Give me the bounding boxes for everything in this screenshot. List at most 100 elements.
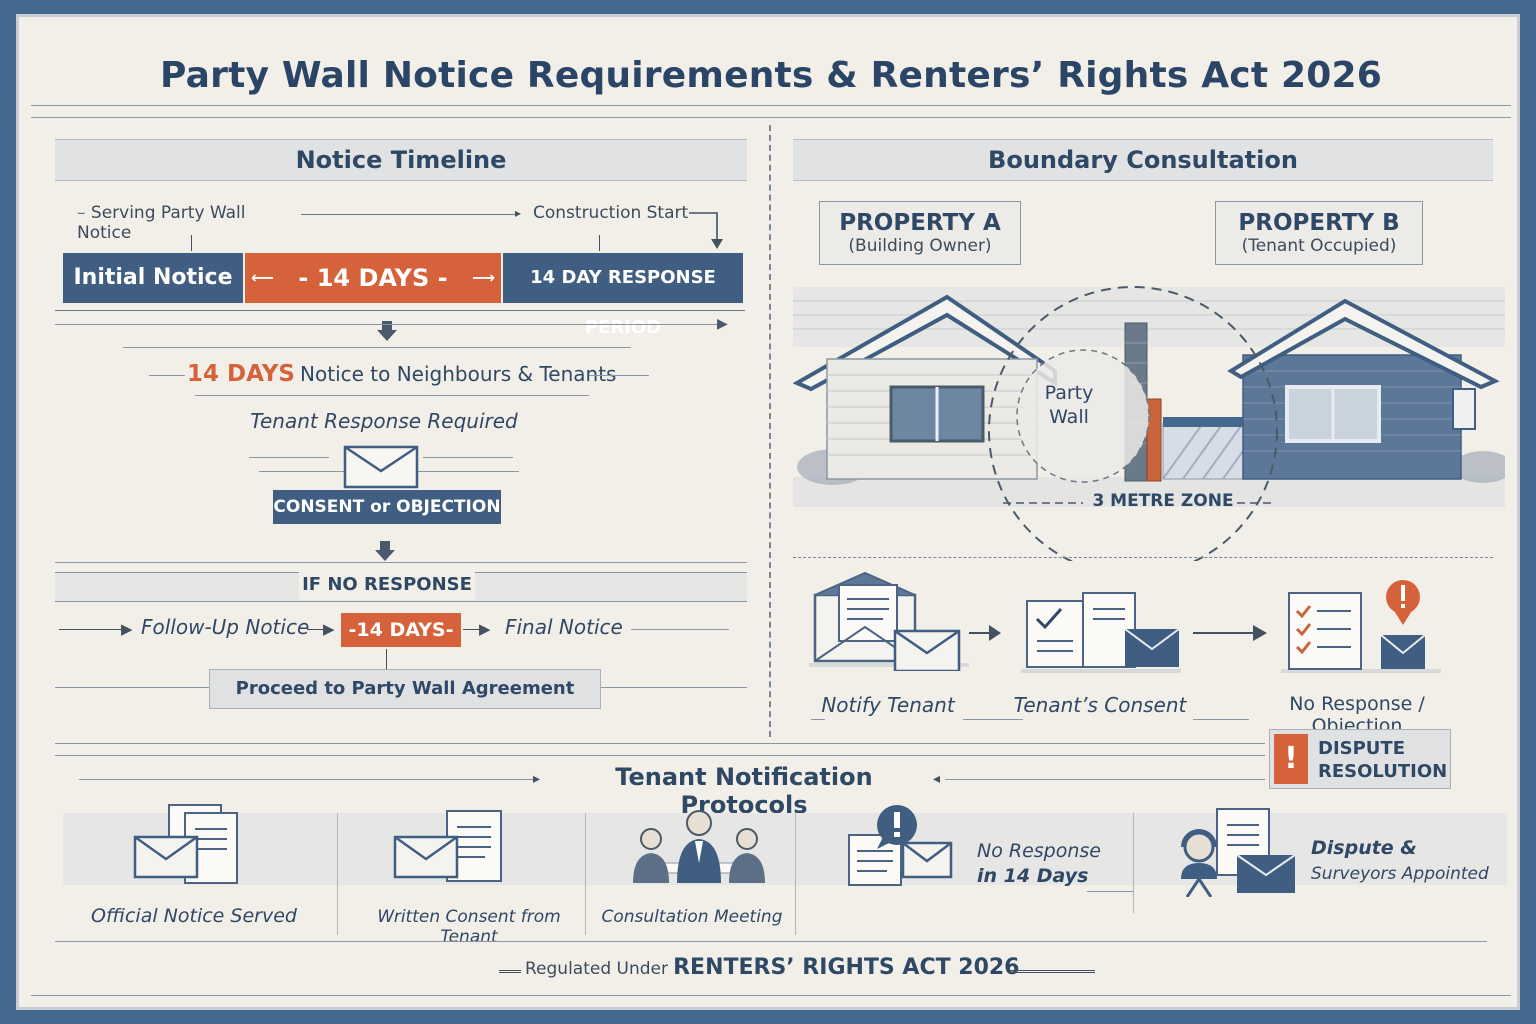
tick-response — [599, 235, 600, 251]
protocol-divider — [337, 813, 338, 935]
days-to-final-line — [463, 629, 483, 630]
neighbours-text: Notice to Neighbours & Tenants — [300, 362, 617, 386]
houses-illustration — [793, 286, 1505, 561]
no-response-14-days: No Response in 14 Days — [977, 840, 1101, 887]
bar-underline — [55, 310, 745, 311]
no-response-rule — [1087, 891, 1133, 892]
party-wall-label: Party Wall — [1044, 382, 1094, 428]
title-rule-top — [31, 105, 1511, 106]
arrow-right-icon — [969, 625, 1001, 641]
footer-rule-left — [499, 970, 521, 973]
bullet-arrow-icon: ▸ — [533, 771, 541, 787]
footer-regulation: Regulated Under RENTERS’ RIGHTS ACT 2026 — [525, 955, 1020, 980]
neighbours-rule-left — [149, 375, 185, 376]
alert-icon: ! — [1274, 734, 1308, 784]
dispute-surveyors-appointed: Dispute & Surveyors Appointed — [1311, 837, 1489, 884]
steps-rule-1 — [811, 719, 825, 720]
dispute-resolution-box: ! DISPUTE RESOLUTION — [1269, 729, 1451, 789]
serving-connector — [301, 214, 515, 215]
step-tenants-consent: Tenant’s Consent — [1013, 693, 1187, 717]
consent-objection-block: CONSENT or OBJECTION — [273, 490, 501, 524]
envelope-icon — [343, 445, 419, 489]
arrow-right-icon: ▶ — [323, 620, 335, 638]
follow-up-notice: Follow-Up Notice — [141, 615, 310, 639]
track-rule — [123, 347, 631, 348]
protocols-heading: Tenant Notification Protocols — [615, 763, 873, 819]
people-icon — [633, 810, 765, 883]
footer-prefix: Regulated Under — [525, 959, 668, 979]
notify-tenant-icon — [809, 571, 969, 671]
arrow-right-icon — [1193, 625, 1267, 641]
no-response-rule-3 — [55, 601, 747, 602]
proceed-agreement: Proceed to Party Wall Agreement — [209, 669, 601, 709]
neighbours-notice: 14 DAYS Notice to Neighbours & Tenants — [187, 361, 616, 387]
track-arrow-icon: ▶ — [717, 316, 728, 332]
construction-arrow-icon — [689, 212, 723, 249]
final-notice: Final Notice — [505, 615, 623, 639]
title-rule-bottom — [31, 117, 1511, 118]
dispute-resolution-label: DISPUTE RESOLUTION — [1318, 738, 1448, 782]
protocol-divider — [585, 813, 586, 935]
serving-label: – Serving Party Wall Notice — [77, 203, 246, 243]
footer-rule-top — [55, 941, 1487, 942]
property-b-box: PROPERTY B (Tenant Occupied) — [1215, 201, 1423, 265]
page-title: Party Wall Notice Requirements & Renters… — [160, 55, 1382, 96]
if-no-response-label: IF NO RESPONSE — [299, 570, 475, 600]
written-consent-icon — [393, 810, 502, 882]
house-b-small-window — [1452, 388, 1476, 430]
boundary-divider — [793, 557, 1493, 558]
column-divider — [769, 125, 771, 737]
proceed-connector — [386, 649, 387, 671]
no-response-icon — [1281, 580, 1441, 673]
tenant-response-required: Tenant Response Required — [250, 409, 518, 433]
bullet-arrow-icon: ▸ — [515, 206, 522, 220]
arrow-right-icon: ▶ — [121, 620, 133, 638]
envelope-rule-right — [423, 457, 513, 458]
timeline-track — [55, 324, 719, 325]
footer-rule-right — [1009, 970, 1095, 973]
arrow-right-icon: ▶ — [479, 620, 491, 638]
house-b-roof — [1227, 298, 1500, 390]
protocol-divider — [795, 813, 796, 935]
infographic-canvas: Party Wall Notice Requirements & Renters… — [16, 14, 1520, 1010]
tenants-consent-icon — [1021, 592, 1181, 673]
neighbours-rule-right — [589, 375, 649, 376]
envelope-rule-left — [249, 457, 329, 458]
initial-notice-block: Initial Notice — [63, 253, 243, 303]
footer-act: RENTERS’ RIGHTS ACT 2026 — [673, 955, 1020, 980]
party-wall-circle — [1016, 349, 1150, 483]
final-notice-rule — [631, 629, 729, 630]
protocol-official-notice: Official Notice Served — [91, 905, 297, 927]
footer-rule-bottom — [31, 995, 1511, 996]
fourteen-days-block: ⟵ - 14 DAYS - ⟶ — [245, 253, 501, 303]
construction-label: Construction Start — [533, 203, 689, 223]
property-b-sub: (Tenant Occupied) — [1241, 236, 1397, 256]
notice-timeline-heading: Notice Timeline — [55, 139, 747, 181]
neighbours-underline — [195, 395, 589, 396]
property-a-name: PROPERTY A — [839, 210, 1001, 236]
property-a-sub: (Building Owner) — [848, 236, 992, 256]
neighbours-days: 14 DAYS — [187, 361, 295, 387]
no-response-rule-1 — [55, 562, 747, 563]
official-notice-icon — [133, 804, 238, 884]
response-period-block: 14 DAY RESPONSE PERIOD — [503, 253, 743, 338]
followup-days-block: -14 DAYS- — [341, 613, 461, 647]
arrow-down-icon — [375, 541, 395, 561]
step-notify-tenant: Notify Tenant — [821, 693, 955, 717]
boundary-heading: Boundary Consultation — [793, 139, 1493, 181]
property-a-box: PROPERTY A (Building Owner) — [819, 201, 1021, 265]
speech-alert-icon — [848, 805, 953, 886]
protocol-consultation-meeting: Consultation Meeting — [601, 907, 783, 927]
protocols-heading-rule-left — [79, 779, 539, 780]
protocol-written-consent: Written Consent from Tenant — [377, 907, 561, 947]
bullet-dot-icon: ◂ — [933, 771, 941, 787]
three-metre-zone-label: 3 METRE ZONE — [1092, 491, 1234, 511]
brick-column — [1146, 398, 1162, 482]
protocol-divider — [1133, 813, 1134, 913]
followup-to-days-line — [307, 629, 329, 630]
protocols-rule-1 — [55, 743, 1265, 744]
arrow-down-icon — [377, 321, 397, 341]
steps-rule-2 — [963, 719, 1023, 720]
protocols-heading-rule-right — [945, 779, 1265, 780]
followup-arrow-line — [59, 629, 125, 630]
